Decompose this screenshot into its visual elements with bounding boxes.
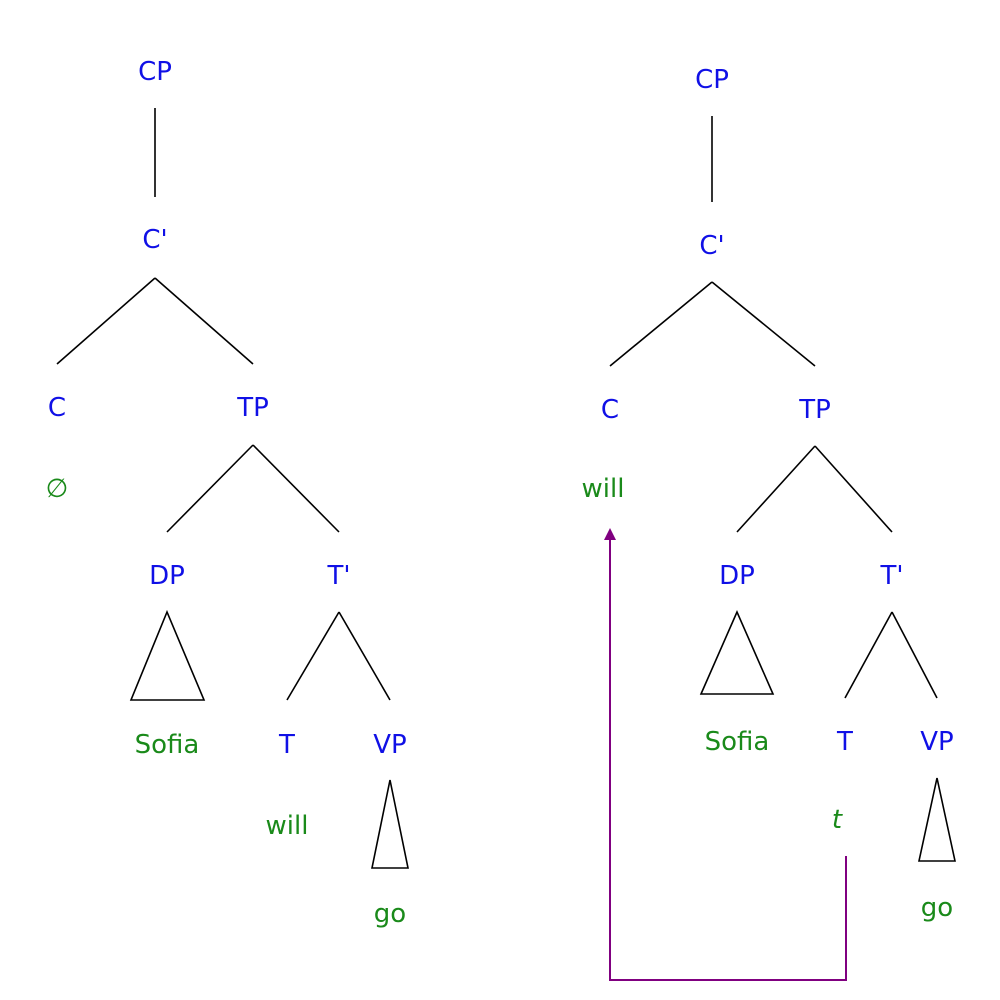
branch-cbar-c	[609, 281, 713, 367]
right-tree: CP C' C will TP DP Sofia T' T t VP go	[582, 65, 956, 981]
dp-triangle	[129, 609, 206, 701]
node-vp: VP	[373, 730, 406, 760]
node-cp: CP	[695, 65, 729, 95]
word-auxiliary: will	[266, 811, 309, 841]
branch-tp-dp	[736, 445, 816, 533]
node-tp: TP	[798, 395, 831, 425]
word-verb: go	[374, 899, 406, 929]
node-c: C	[601, 395, 619, 425]
branch-tp-dp	[166, 444, 254, 533]
word-subject: Sofia	[705, 727, 770, 757]
movement-arrow	[609, 540, 847, 981]
word-subject: Sofia	[135, 730, 200, 760]
branch-tbar-vp	[338, 611, 391, 701]
word-moved-auxiliary: will	[582, 474, 625, 504]
node-dp: DP	[719, 561, 755, 591]
word-verb: go	[921, 893, 953, 923]
branch-cbar-tp	[154, 277, 254, 365]
left-tree: CP C' C ∅ TP DP Sofia T' T will VP go	[46, 57, 409, 929]
node-t: T	[836, 727, 853, 757]
branch-tbar-t	[844, 611, 893, 699]
node-t-bar: T'	[326, 561, 350, 591]
node-cp: CP	[138, 57, 172, 87]
node-t-bar: T'	[879, 561, 903, 591]
arrowhead-icon	[604, 528, 616, 540]
branch-tbar-t	[286, 611, 340, 701]
node-tp: TP	[236, 393, 269, 423]
branch-cbar-c	[56, 277, 156, 365]
branch-tbar-vp	[891, 611, 938, 699]
vp-triangle	[918, 777, 956, 862]
vp-triangle	[371, 779, 409, 869]
node-vp: VP	[920, 727, 953, 757]
trace: t	[832, 805, 843, 835]
dp-triangle	[699, 610, 775, 695]
node-c-bar: C'	[699, 231, 724, 261]
branch-tp-tbar	[252, 444, 340, 533]
node-dp: DP	[149, 561, 185, 591]
node-t: T	[278, 730, 295, 760]
node-c: C	[48, 393, 66, 423]
branch-tp-tbar	[814, 445, 893, 533]
branch-cbar-tp	[711, 281, 816, 367]
node-c-bar: C'	[142, 225, 167, 255]
null-complementizer: ∅	[46, 474, 69, 504]
